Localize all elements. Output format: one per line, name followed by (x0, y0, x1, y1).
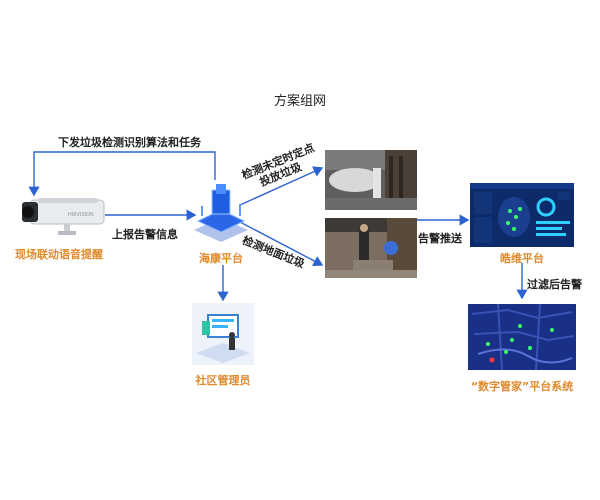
report-alarm-label: 上报告警信息 (112, 228, 178, 241)
detect-ground-arrow (239, 221, 324, 267)
community-admin-icon (192, 303, 254, 365)
surveillance-photo-top (325, 150, 417, 210)
hikvision-label: 海康平台 (199, 252, 243, 265)
dispatch-arrow (28, 151, 216, 197)
detect-unscheduled-arrow (239, 166, 324, 206)
digital-steward-map-image (468, 303, 576, 371)
dispatch-task-label: 下发垃圾检测识别算法和任务 (58, 136, 201, 149)
camera-image: HIKVISION (8, 195, 108, 237)
digital-steward-label: “数字管家”平台系统 (470, 380, 574, 393)
svg-text:HIKVISION: HIKVISION (68, 212, 94, 218)
haowei-label: 皓维平台 (500, 252, 544, 265)
surveillance-photo-bottom (325, 218, 417, 278)
haowei-dashboard-image (470, 183, 574, 247)
alarm-push-label: 告警推送 (418, 232, 462, 245)
community-label: 社区管理员 (195, 374, 251, 387)
filter-alarm-text: 过滤后告警 (527, 278, 582, 291)
diagram-title: 方案组网 (273, 94, 326, 109)
camera-label: 现场联动语音提醒 (15, 248, 103, 261)
hikvision-platform-icon (190, 180, 252, 246)
